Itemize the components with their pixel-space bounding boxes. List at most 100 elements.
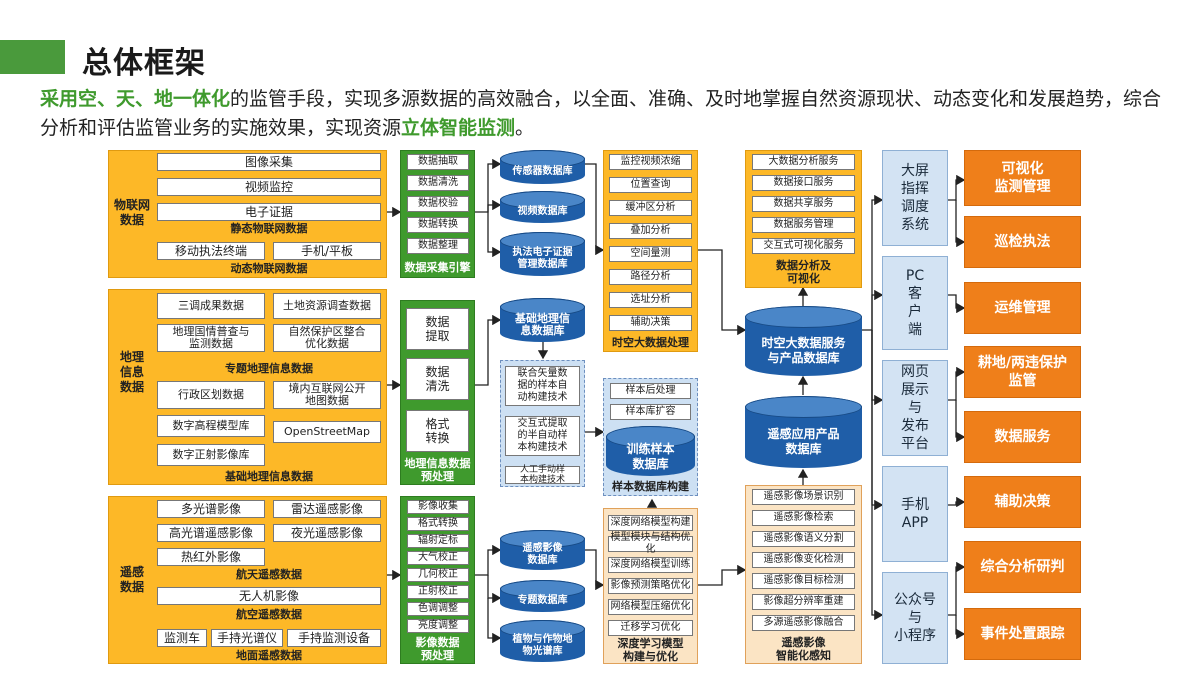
db-spectral: 植物与作物地 物光谱库 [500, 620, 585, 662]
app-farmland-protection: 耕地/两违保护 监管 [964, 346, 1081, 398]
db-basegeo: 基础地理信 息数据库 [500, 298, 585, 342]
iot-dynamic-label: 动态物联网数据 [230, 262, 308, 275]
rs-air-label: 航空遥感数据 [236, 608, 302, 621]
analysis-label: 数据分析及 可视化 [776, 259, 831, 285]
sample-tech-item: 联合矢量数 据的样本自 动构建技术 [505, 366, 580, 406]
iot-static-item: 图像采集 [157, 153, 381, 171]
perception-item: 多源遥感影像融合 [752, 615, 855, 631]
spatio-item: 监控视频浓缩 [609, 154, 692, 170]
app-operations: 运维管理 [964, 282, 1081, 334]
perception-item: 影像超分辨率重建 [752, 594, 855, 610]
deep-item: 深度网络模型训练 [608, 557, 693, 573]
imgprep-item: 亮度调整 [407, 619, 469, 633]
analysis-item: 数据服务管理 [752, 217, 855, 233]
iot-dynamic-item: 手机/平板 [273, 242, 381, 260]
page-subtitle: 采用空、天、地一体化的监管手段，实现多源数据的高效融合，以全面、准确、及时地掌握… [40, 85, 1170, 143]
terminal-bigscreen: 大屏 指挥 调度 系统 [882, 150, 948, 246]
spatio-item: 路径分析 [609, 269, 692, 285]
geo-base-item: 数字高程模型库 [157, 415, 265, 437]
rs-space-item: 热红外影像 [157, 548, 265, 566]
geo-base-item: OpenStreetMap [273, 421, 381, 443]
app-comprehensive-analysis: 综合分析研判 [964, 541, 1081, 593]
perception-item: 遥感影像语义分割 [752, 531, 855, 547]
iot-static-label: 静态物联网数据 [230, 222, 308, 235]
spatio-item: 缓冲区分析 [609, 200, 692, 216]
rs-space-item: 雷达遥感影像 [273, 500, 381, 518]
spatio-item: 空间量测 [609, 246, 692, 262]
rs-space-label: 航天遥感数据 [236, 568, 302, 581]
deep-item: 模型模块与结构优化 [608, 532, 693, 555]
perception-label: 遥感影像 智能化感知 [776, 636, 831, 662]
geo-base-item: 行政区划数据 [157, 381, 265, 409]
sample-tech-item: 交互式提取 的半自动样 本构建技术 [505, 416, 580, 456]
iot-static-item: 电子证据 [157, 203, 381, 221]
geo-base-item: 境内互联网公开 地图数据 [273, 381, 381, 409]
engine-item: 数据抽取 [407, 154, 469, 170]
rs-ground-label: 地面遥感数据 [236, 649, 302, 662]
terminal-wechat: 公众号 与 小程序 [882, 572, 948, 664]
perception-item: 遥感影像目标检测 [752, 573, 855, 589]
sample-tech-item: 人工手动样 本构建技术 [505, 465, 580, 485]
imgprep-label: 影像数据 预处理 [415, 636, 460, 662]
analysis-item: 数据共享服务 [752, 196, 855, 212]
spatio-item: 辅助决策 [609, 315, 692, 331]
geoprep-label: 地理信息数据 预处理 [404, 457, 471, 483]
engine-item: 数据整理 [407, 238, 469, 254]
terminal-pc: PC 客 户 端 [882, 256, 948, 350]
db-evidence: 执法电子证据 管理数据库 [500, 232, 585, 276]
subtitle-text: 。 [515, 117, 535, 139]
imgprep-item: 格式转换 [407, 517, 469, 531]
engine-label: 数据采集引擎 [404, 261, 471, 274]
db-rs-product: 遥感应用产品 数据库 [745, 396, 862, 468]
deep-item: 迁移学习优化 [608, 620, 693, 636]
geo-side-label: 地理 信息 数据 [119, 350, 144, 394]
deep-label: 深度学习模型 构建与优化 [617, 637, 684, 663]
rs-space-item: 多光谱影像 [157, 500, 265, 518]
samplelib-item: 样本后处理 [610, 383, 691, 399]
geoprep-item: 数据 清洗 [406, 358, 469, 400]
geoprep-item: 数据 提取 [406, 308, 469, 350]
engine-item: 数据转换 [407, 217, 469, 233]
rs-air-item: 无人机影像 [157, 587, 381, 605]
db-video: 视频数据库 [500, 191, 585, 223]
perception-item: 遥感影像场景识别 [752, 489, 855, 505]
rs-space-item: 夜光遥感影像 [273, 524, 381, 542]
deep-item: 影像预测策略优化 [608, 578, 693, 594]
imgprep-item: 色调调整 [407, 602, 469, 616]
analysis-item: 交互式可视化服务 [752, 238, 855, 254]
spatio-item: 选址分析 [609, 292, 692, 308]
analysis-item: 数据接口服务 [752, 175, 855, 191]
rs-side-label: 遥感 数据 [119, 565, 144, 594]
rs-ground-item: 手持光谱仪 [211, 629, 283, 647]
imgprep-item: 正射校正 [407, 585, 469, 599]
geo-thematic-item: 地理国情普查与 监测数据 [157, 324, 265, 352]
engine-item: 数据校验 [407, 196, 469, 212]
rs-space-item: 高光谱遥感影像 [157, 524, 265, 542]
engine-item: 数据清洗 [407, 175, 469, 191]
app-visual-monitoring: 可视化 监测管理 [964, 150, 1081, 206]
imgprep-item: 大气校正 [407, 551, 469, 565]
analysis-item: 大数据分析服务 [752, 154, 855, 170]
samplelib-item: 样本库扩容 [610, 404, 691, 420]
geo-thematic-item: 三调成果数据 [157, 293, 265, 319]
subtitle-text: 的监管手段，实现多源数据的高效融合，以全面、准确、及时地掌握自然资源现状、动态变… [40, 88, 1162, 139]
geo-thematic-label: 专题地理信息数据 [225, 362, 313, 375]
iot-dynamic-item: 移动执法终端 [157, 242, 265, 260]
title-accent-bar [0, 40, 65, 74]
iot-side-label: 物联网 数据 [113, 198, 150, 227]
rs-ground-item: 手持监测设备 [287, 629, 381, 647]
imgprep-item: 影像收集 [407, 500, 469, 514]
imgprep-item: 几何校正 [407, 568, 469, 582]
spatio-label: 时空大数据处理 [612, 336, 689, 349]
geo-base-label: 基础地理信息数据 [225, 470, 313, 483]
app-decision-support: 辅助决策 [964, 476, 1081, 528]
samplelib-label: 样本数据库构建 [612, 480, 689, 493]
subtitle-highlight: 立体智能监测 [401, 117, 516, 139]
geoprep-item: 格式 转换 [406, 410, 469, 452]
geo-thematic-item: 土地资源调查数据 [273, 293, 381, 319]
terminal-web: 网页 展示 与 发布 平台 [882, 360, 948, 456]
app-event-handling: 事件处置跟踪 [964, 608, 1081, 660]
perception-item: 遥感影像检索 [752, 510, 855, 526]
perception-item: 遥感影像变化检测 [752, 552, 855, 568]
